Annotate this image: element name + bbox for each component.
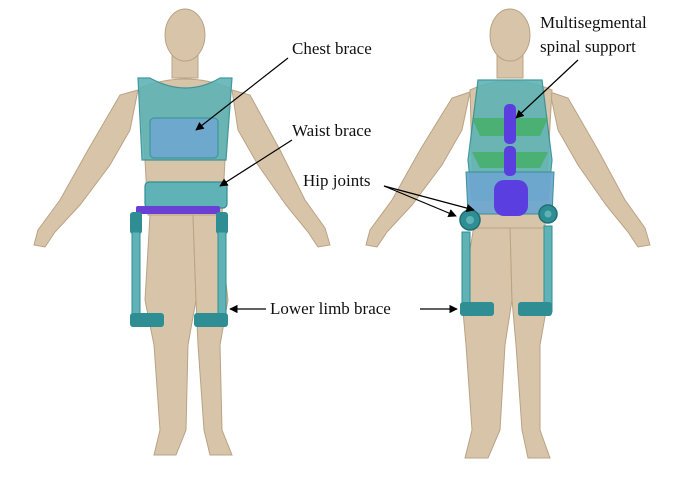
back-right-arm <box>550 92 650 247</box>
label-spinal-support-line2: spinal support <box>540 37 636 56</box>
front-thigh-cuff-left <box>130 313 164 327</box>
back-left-arm <box>366 92 470 247</box>
front-thigh-cuff-right <box>194 313 228 327</box>
label-spinal-support-line1: Multisegmental <box>540 13 647 32</box>
front-strut-right <box>218 232 226 322</box>
label-chest-brace: Chest brace <box>292 39 372 58</box>
back-thigh-cuff-left <box>460 302 494 316</box>
spine-column-upper <box>504 104 516 144</box>
back-head <box>490 9 530 61</box>
front-hip-left <box>130 212 142 234</box>
front-strut-left <box>132 232 140 322</box>
back-view-figure <box>366 9 650 458</box>
spine-pelvic-unit <box>494 180 528 216</box>
back-strut-right <box>544 226 552 312</box>
back-thigh-cuff-right <box>518 302 552 316</box>
label-waist-brace: Waist brace <box>292 121 371 140</box>
back-hip-joint-right-inner <box>545 211 552 218</box>
front-left-arm <box>34 90 138 247</box>
front-hip-right <box>216 212 228 234</box>
front-belt <box>136 206 220 214</box>
back-hip-joint-left-inner <box>466 216 474 224</box>
front-left-leg <box>145 215 196 455</box>
label-lower-limb-brace: Lower limb brace <box>270 299 391 318</box>
spine-column-mid <box>504 146 516 176</box>
label-hip-joints: Hip joints <box>303 171 371 190</box>
front-head <box>165 9 205 61</box>
back-strut-left <box>462 232 470 312</box>
front-chest-panel <box>150 118 218 158</box>
front-view-figure <box>34 9 330 455</box>
front-waist-brace <box>145 182 227 208</box>
